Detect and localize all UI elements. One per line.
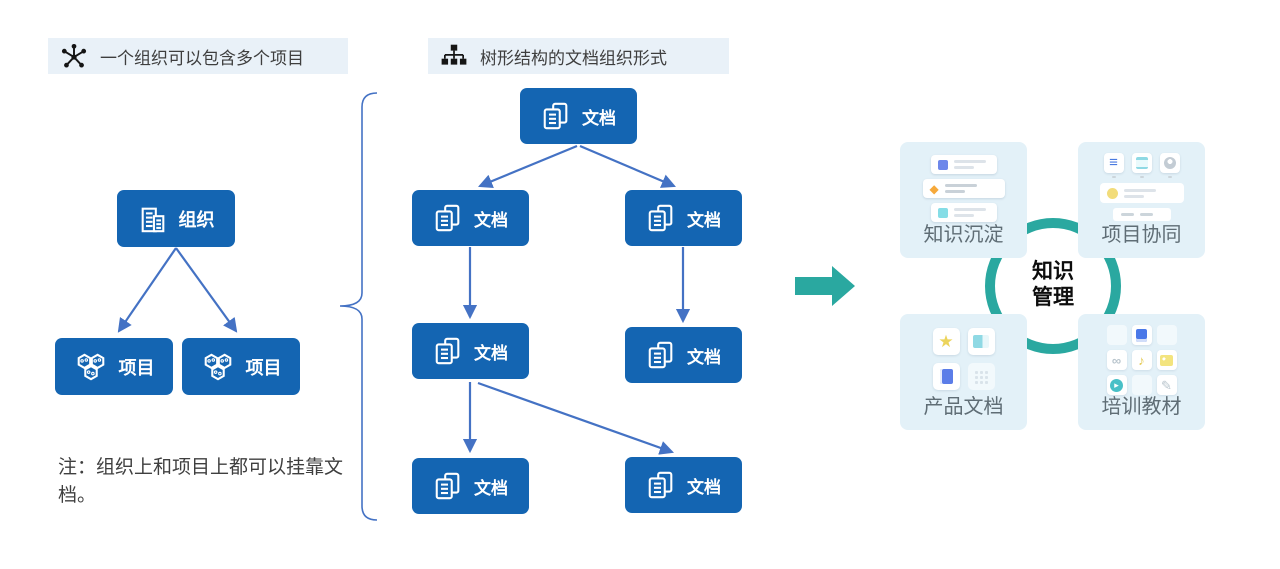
document-node-label: 文档 xyxy=(582,108,616,128)
calendar-icon xyxy=(1131,153,1152,173)
book-icon xyxy=(932,363,960,390)
document-icon xyxy=(435,337,460,365)
tree-structure-icon xyxy=(441,44,467,65)
cube-icon xyxy=(937,207,948,218)
curly-brace xyxy=(339,92,378,521)
knowledge-ring xyxy=(985,218,1121,354)
document-node-label: 文档 xyxy=(474,343,508,363)
org-node-label: 组织 xyxy=(178,209,215,230)
gem-icon: ◆ xyxy=(929,181,939,196)
card-label: 知识沉淀 xyxy=(923,224,1004,246)
document-node-label: 文档 xyxy=(474,210,508,230)
arrow-doc-root-left xyxy=(478,144,578,188)
arrow-org-to-project-2 xyxy=(175,247,238,333)
file-icon xyxy=(1131,325,1152,345)
arrow-doc-l3-r4 xyxy=(477,381,675,455)
document-node-label: 文档 xyxy=(474,478,508,498)
card-knowledge-accumulation: ◆ 知识沉淀 xyxy=(900,142,1027,258)
card-illustration: ◆ xyxy=(900,155,1027,222)
project-node: 项目 xyxy=(182,338,300,395)
card-illustration: ∞ ♪ ▸ ✎ xyxy=(1078,325,1205,395)
network-icon xyxy=(61,43,87,68)
arrow-doc-root-right xyxy=(579,144,676,188)
status-dot-icon xyxy=(1106,187,1118,199)
legend-chip-label: 树形结构的文档组织形式 xyxy=(480,48,667,68)
document-icon xyxy=(648,341,673,369)
cube-icon xyxy=(937,159,948,170)
task-row xyxy=(1099,183,1184,203)
card-label: 培训教材 xyxy=(1101,396,1182,418)
document-icon xyxy=(648,204,673,232)
document-node: 文档 xyxy=(625,457,742,513)
grid-icon xyxy=(967,363,995,390)
play-icon: ▸ xyxy=(1106,375,1127,395)
user-icon xyxy=(1159,153,1180,173)
document-icon xyxy=(435,472,460,500)
arrow-org-to-project-1 xyxy=(117,247,177,333)
list-item xyxy=(930,155,997,174)
document-node-label: 文档 xyxy=(687,347,721,367)
document-node: 文档 xyxy=(520,88,637,144)
document-node-label: 文档 xyxy=(687,210,721,230)
card-label: 产品文档 xyxy=(923,396,1004,418)
footnote: 注：组织上和项目上都可以挂靠文档。 xyxy=(58,457,344,506)
project-node-label: 项目 xyxy=(245,357,282,378)
card-product-docs: ★ 产品文档 xyxy=(900,314,1027,430)
document-node: 文档 xyxy=(412,458,529,514)
document-node-label: 文档 xyxy=(687,477,721,497)
legend-chip-organization: 一个组织可以包含多个项目 xyxy=(48,38,348,74)
legend-chip-label: 一个组织可以包含多个项目 xyxy=(100,48,304,68)
pencil-icon: ✎ xyxy=(1156,375,1177,395)
document-icon xyxy=(435,204,460,232)
link-icon: ∞ xyxy=(1106,350,1127,370)
project-node: 项目 xyxy=(55,338,173,395)
knowledge-center-label: 知识 管理 xyxy=(1032,260,1074,310)
organization-icon xyxy=(141,207,164,232)
document-node: 文档 xyxy=(625,327,742,383)
project-icon xyxy=(204,353,231,380)
project-icon xyxy=(77,353,104,380)
document-icon xyxy=(543,102,568,130)
document-node: 文档 xyxy=(412,323,529,379)
card-training-materials: ∞ ♪ ▸ ✎ 培训教材 xyxy=(1078,314,1205,430)
card-project-collaboration: ≡ 项目协同 xyxy=(1078,142,1205,258)
project-node-label: 项目 xyxy=(118,357,155,378)
document-node: 文档 xyxy=(412,190,529,246)
music-icon: ♪ xyxy=(1131,350,1152,370)
card-illustration: ★ xyxy=(900,328,1027,390)
list-icon: ≡ xyxy=(1103,153,1124,173)
card-label: 项目协同 xyxy=(1101,224,1182,246)
org-node: 组织 xyxy=(117,190,235,247)
list-item: ◆ xyxy=(922,179,1005,198)
legend-chip-tree: 树形结构的文档组织形式 xyxy=(428,38,729,74)
document-node: 文档 xyxy=(625,190,742,246)
document-icon xyxy=(648,471,673,499)
arrow-right-icon xyxy=(795,266,855,306)
card-illustration: ≡ xyxy=(1078,153,1205,221)
task-row xyxy=(1112,208,1171,221)
list-item xyxy=(930,203,997,222)
star-icon: ★ xyxy=(932,328,960,355)
image-icon xyxy=(1156,350,1177,370)
image-card-icon xyxy=(967,328,995,355)
